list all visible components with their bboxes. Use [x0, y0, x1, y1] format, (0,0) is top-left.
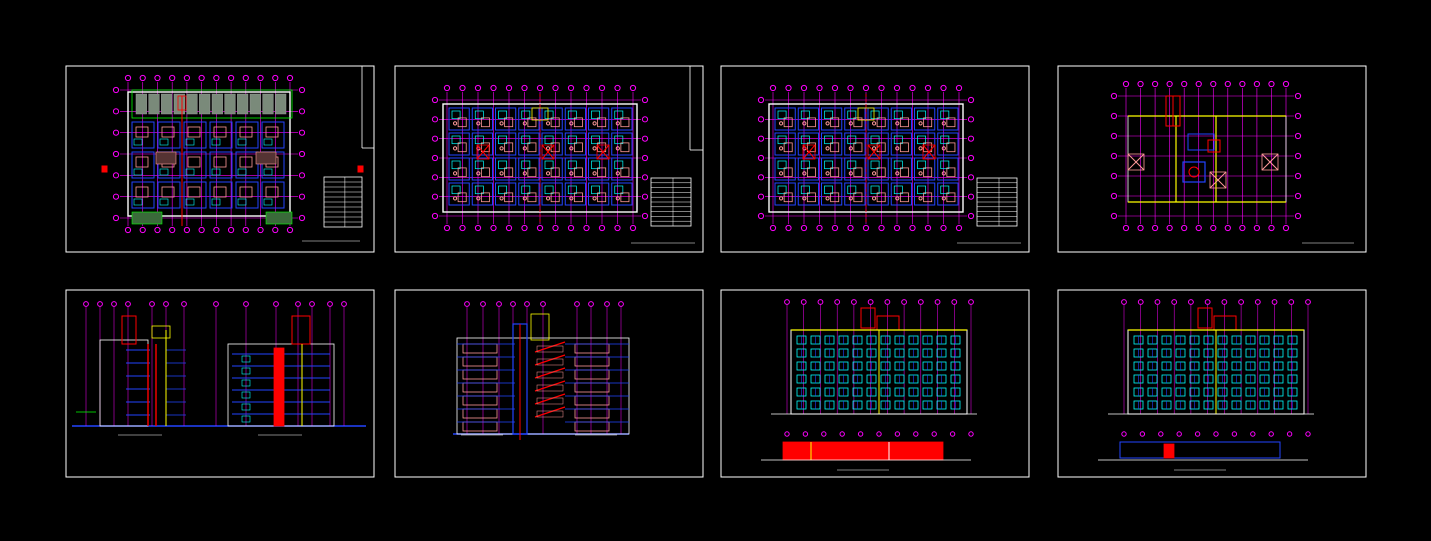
- sheet-stair-section[interactable]: [394, 289, 704, 478]
- sheet-ground-floor-plan[interactable]: [65, 65, 375, 253]
- sheet-front-elevation[interactable]: [720, 289, 1030, 478]
- sheet-typical-floor-plan-b[interactable]: [720, 65, 1030, 253]
- sheet-rear-elevation[interactable]: [1057, 289, 1367, 478]
- sheet-roof-plan[interactable]: [1057, 65, 1367, 253]
- sheet-border: [1057, 65, 1367, 253]
- sheet-building-sections[interactable]: [65, 289, 375, 478]
- sheet-typical-floor-plan-a[interactable]: [394, 65, 704, 253]
- sheet-border: [65, 289, 375, 478]
